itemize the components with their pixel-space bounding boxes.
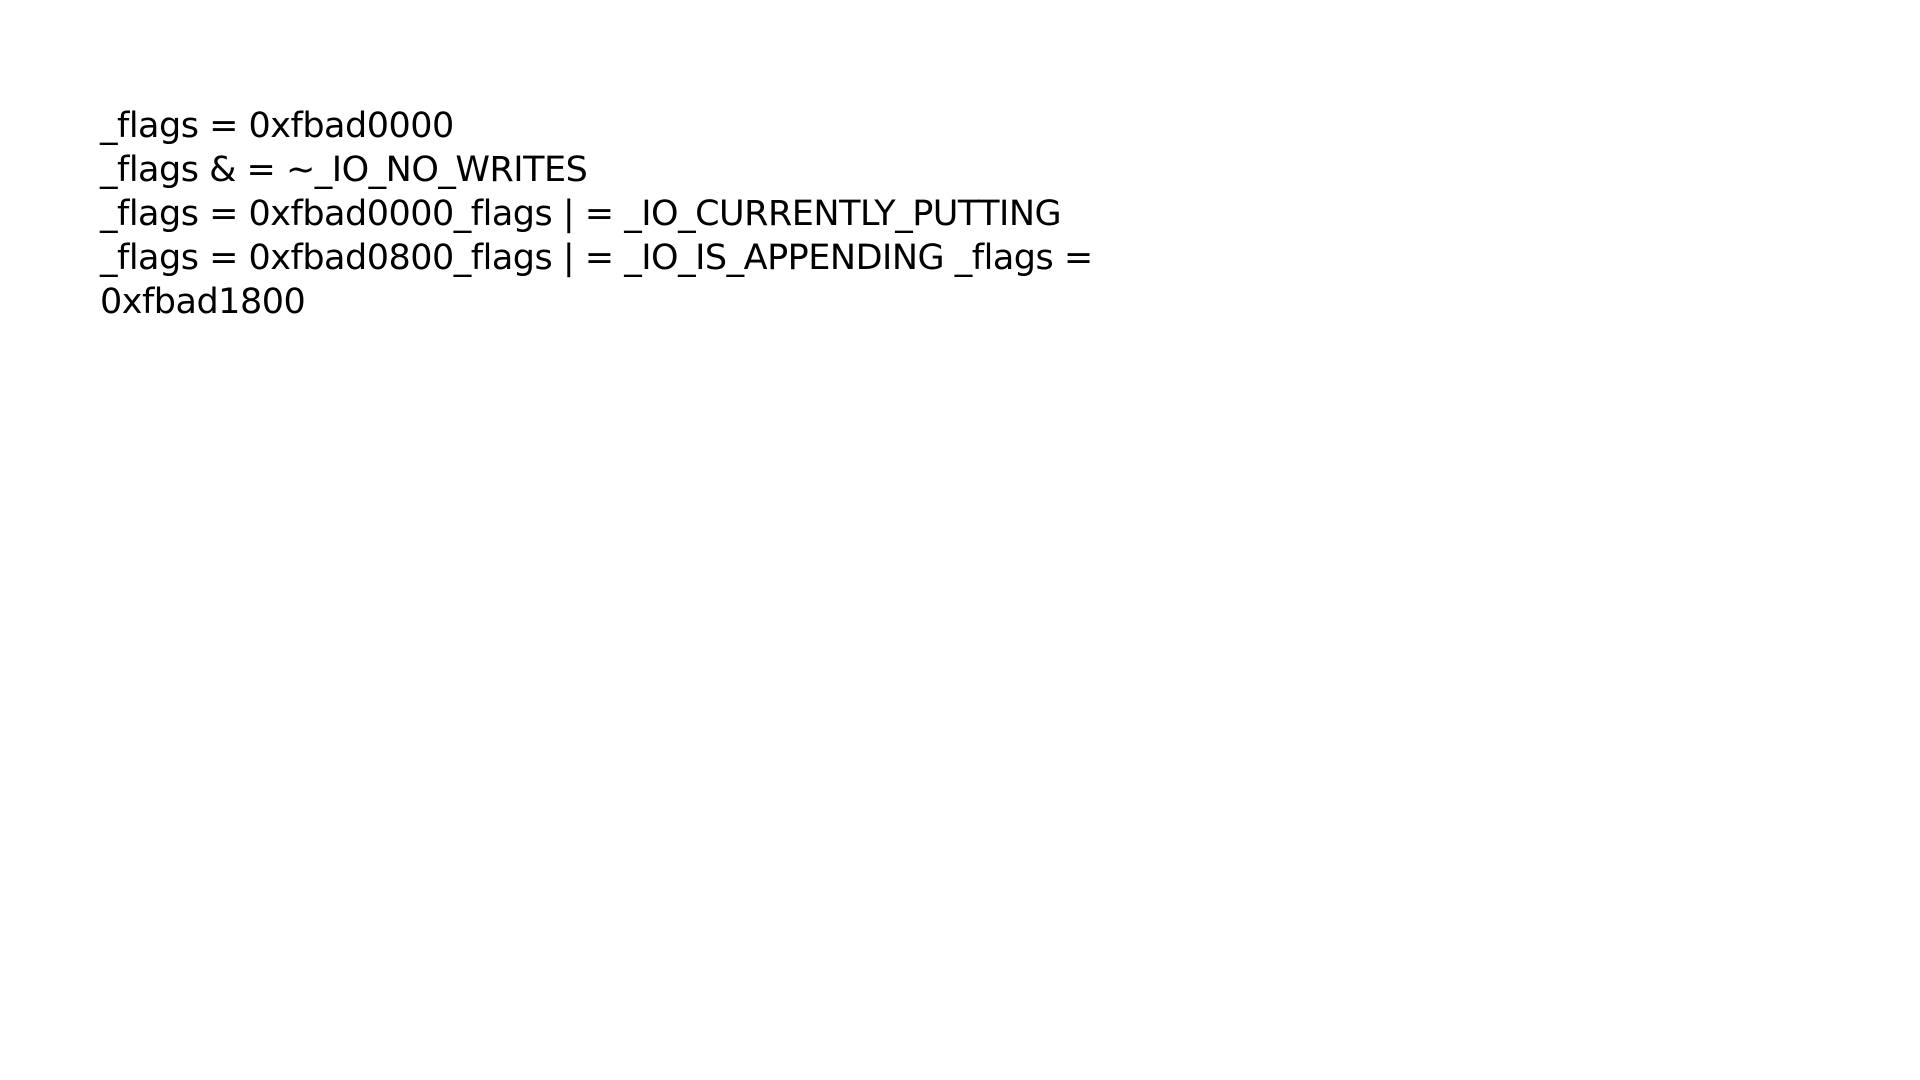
text-line: _flags = 0xfbad0000_flags | = _IO_CURREN… [100,194,1062,234]
text-line: 0xfbad1800 [100,282,306,322]
flags-text-block: _flags = 0xfbad0000 _flags & = ~_IO_NO_W… [100,104,1120,324]
text-line: _flags = 0xfbad0000 [100,106,454,146]
text-line: _flags = 0xfbad0800_flags | = _IO_IS_APP… [100,238,1093,278]
text-line: _flags & = ~_IO_NO_WRITES [100,150,588,190]
